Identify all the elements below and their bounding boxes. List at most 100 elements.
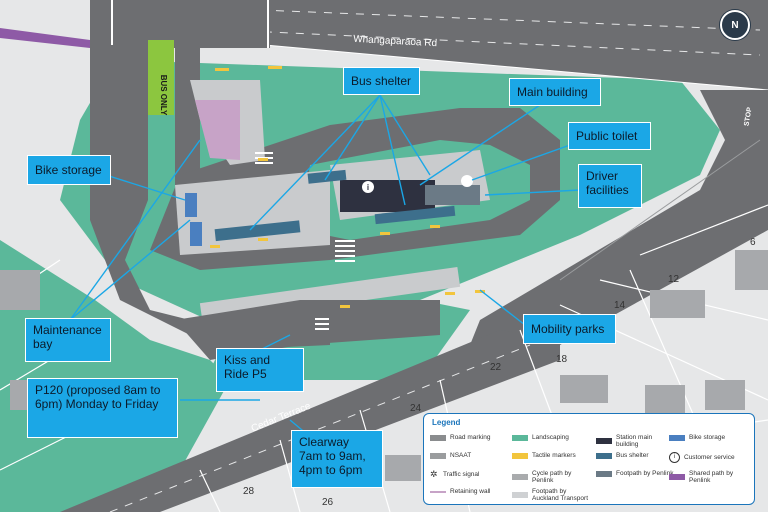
road-label-bus-only: BUS ONLY [159, 75, 168, 116]
callout-text: Public toilet [576, 129, 638, 143]
station-main-building [340, 180, 435, 212]
legend-label: Bike storage [689, 434, 726, 441]
driver-facilities-building [425, 185, 480, 205]
legend-item: ✲ Traffic signal [430, 470, 510, 479]
callout-mobility-parks: Mobility parks [523, 314, 616, 344]
road-edge [264, 44, 768, 91]
north-arrow-icon: N [720, 10, 750, 40]
platform [175, 170, 330, 255]
traffic-signal-icon: ✲ [430, 469, 438, 479]
callout-text: Mobility parks [531, 322, 605, 336]
customer-service-glyph: i [367, 183, 369, 192]
road-diagonal [470, 90, 768, 345]
callout-text: Bike storage [35, 163, 102, 177]
shared-path [0, 28, 90, 48]
legend-swatch [512, 492, 528, 498]
lot-number: 22 [490, 362, 502, 373]
legend-swatch [430, 434, 446, 441]
legend-item: Retaining wall [430, 488, 510, 495]
callout-text: Driver facilities [586, 169, 629, 197]
callout-text: Kiss and Ride P5 [224, 353, 271, 381]
lot-number: 24 [410, 403, 422, 414]
callout-text: Maintenance bay [33, 323, 102, 351]
bus-shelter [374, 205, 456, 225]
callout-maintenance-bay: Maintenance bay [25, 318, 111, 362]
road-label-stop: STOP [743, 106, 753, 126]
info-icon: i [669, 452, 680, 463]
legend-label: Road marking [450, 434, 491, 441]
legend-label: Landscaping [532, 434, 569, 441]
legend-item: Bus shelter [596, 452, 676, 459]
landscaping-area [0, 240, 230, 512]
tactile-markers [210, 66, 485, 308]
lot-number: 14 [614, 300, 626, 311]
road-cedar-terrace [60, 330, 560, 512]
legend-item: Shared path by Penlink [669, 470, 751, 484]
callout-p120: P120 (proposed 8am to 6pm) Monday to Fri… [27, 378, 178, 438]
legend-label: Footpath by Auckland Transport [532, 488, 589, 502]
legend-line [430, 490, 446, 493]
legend-item: Road marking [430, 434, 510, 441]
legend-item: Cycle path by Penlink [512, 470, 592, 484]
callout-text: Main building [517, 85, 588, 99]
callout-main-building: Main building [509, 78, 601, 106]
legend-label: Footpath by Penlink [616, 470, 674, 477]
kiss-and-ride-lot [175, 300, 440, 360]
bike-storage [190, 222, 202, 246]
legend-item: i Customer service [669, 452, 751, 463]
footpath-retaining [195, 100, 240, 160]
callout-text: Bus shelter [351, 74, 412, 88]
legend-swatch [669, 474, 685, 480]
legend-label: Customer service [684, 454, 735, 461]
customer-service-icon [362, 181, 374, 193]
legend-swatch [596, 470, 612, 477]
toilet-icon [461, 175, 473, 187]
legend-swatch [512, 452, 528, 459]
legend-item: Tactile markers [512, 452, 592, 459]
legend-item: Station main building [596, 434, 676, 448]
legend-swatch [669, 434, 685, 441]
north-label: N [731, 19, 739, 31]
bike-storage [185, 193, 197, 217]
legend-swatch [512, 434, 528, 441]
legend-item: Footpath by Auckland Transport [512, 488, 592, 502]
legend-label: NSAAT [450, 452, 472, 459]
intersection [110, 0, 270, 48]
road-label-whangaparaoa: Whangaparāoa Rd [353, 34, 437, 49]
lot-number: 26 [322, 497, 334, 508]
legend-item: Landscaping [512, 434, 592, 441]
legend-label: Traffic signal [443, 471, 480, 478]
map-legend: Legend Road marking Landscaping Station ma… [423, 413, 755, 505]
callout-bike-storage: Bike storage [27, 155, 111, 185]
road-cedar-centre [109, 344, 531, 512]
callout-bus-shelter: Bus shelter [343, 67, 420, 95]
road-diagonal-edge [559, 139, 761, 281]
callout-clearway: Clearway 7am to 9am, 4pm to 6pm [291, 430, 383, 488]
legend-label: Tactile markers [532, 452, 576, 459]
legend-item: Bike storage [669, 434, 751, 441]
callout-text: P120 (proposed 8am to 6pm) Monday to Fri… [35, 383, 161, 411]
legend-label: Retaining wall [450, 488, 491, 495]
legend-label: Bus shelter [616, 452, 649, 459]
lot-number: 6 [750, 237, 756, 248]
bus-only-lane [148, 40, 174, 115]
access-road [90, 45, 330, 350]
callout-kiss-and-ride: Kiss and Ride P5 [216, 348, 304, 392]
legend-item: NSAAT [430, 452, 510, 459]
lot-number: 12 [668, 274, 680, 285]
legend-swatch [596, 452, 612, 459]
lot-number: 28 [243, 486, 255, 497]
legend-swatch [596, 438, 612, 444]
callout-driver-facilities: Driver facilities [578, 164, 642, 208]
legend-label: Station main building [616, 434, 653, 448]
callout-text: Clearway 7am to 9am, 4pm to 6pm [299, 435, 366, 477]
legend-item: Footpath by Penlink [596, 470, 676, 477]
legend-label: Cycle path by Penlink [532, 470, 572, 484]
legend-swatch [430, 452, 446, 459]
callout-public-toilet: Public toilet [568, 122, 651, 150]
legend-label: Shared path by Penlink [689, 470, 734, 484]
lot-number: 18 [556, 354, 568, 365]
bus-shelter [214, 220, 301, 242]
road-lane-markings [119, 9, 761, 56]
legend-title: Legend [432, 418, 461, 427]
